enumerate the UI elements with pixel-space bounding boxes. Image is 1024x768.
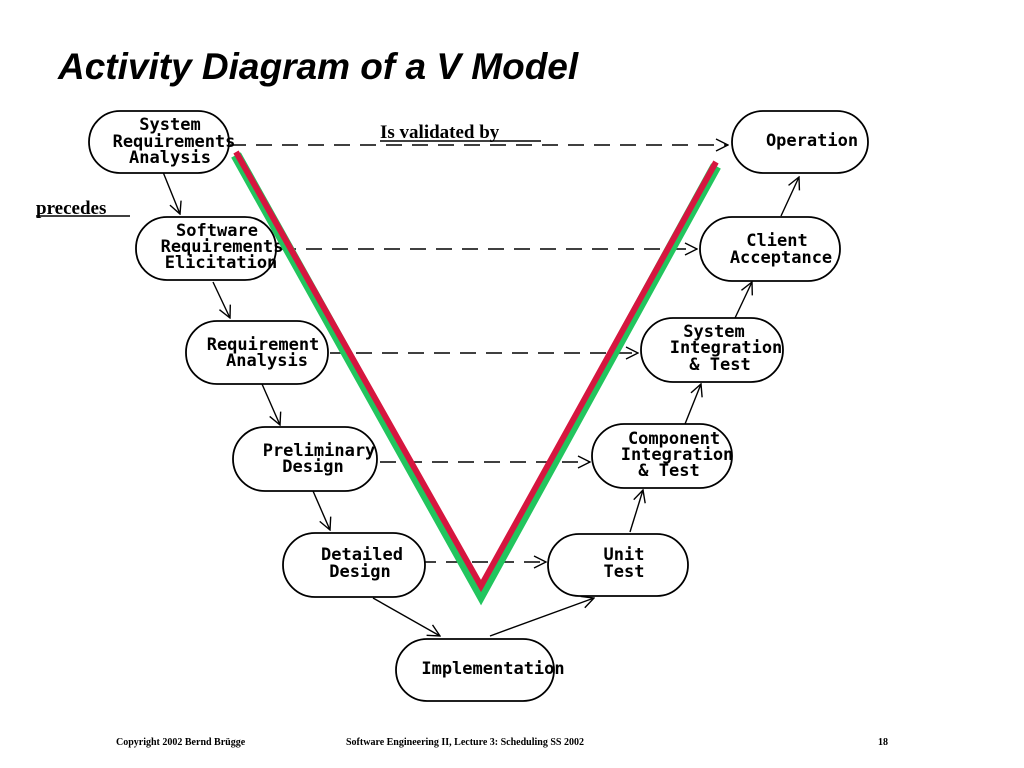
node-software-requirements-elicitation: Software Requirements Elicitation <box>135 216 284 281</box>
validation-arrows <box>230 145 728 562</box>
node-line: Design <box>282 457 343 477</box>
node-system-integration-test: System Integration & Test <box>640 317 784 383</box>
precedes-arrow-2 <box>212 281 230 318</box>
node-implementation: Implementation <box>395 638 565 702</box>
node-line: Preliminary <box>263 441 376 461</box>
node-line: Requirements <box>113 132 236 152</box>
precedes-arrow-8 <box>684 384 701 425</box>
node-unit-test: Unit Test <box>547 533 689 597</box>
node-line: Unit <box>604 545 645 565</box>
node-line: Operation <box>766 131 858 151</box>
node-component-integration-test: Component Integration & Test <box>591 423 734 489</box>
node-line: Implementation <box>421 659 564 679</box>
node-line: Requirements <box>161 237 284 257</box>
node-line: System <box>139 115 200 135</box>
v-shape-core <box>233 150 719 593</box>
node-line: Analysis <box>226 351 308 371</box>
precedes-arrow-4 <box>312 490 330 530</box>
precedes-arrow-10 <box>780 177 799 217</box>
node-operation: Operation <box>731 110 869 174</box>
node-client-acceptance: Client Acceptance <box>699 216 841 282</box>
precedes-arrow-1 <box>162 171 180 214</box>
node-line: Requirement <box>207 335 320 355</box>
node-requirement-analysis: Requirement Analysis <box>185 320 329 385</box>
label-precedes: precedes <box>36 198 106 219</box>
slide-title: Activity Diagram of a V Model <box>58 46 579 87</box>
node-line: Integration <box>621 445 734 465</box>
node-line: & Test <box>638 461 699 481</box>
node-line: System <box>683 322 744 342</box>
node-line: Integration <box>670 338 783 358</box>
precedes-arrow-3 <box>261 383 280 425</box>
node-line: & Test <box>689 355 750 375</box>
node-line: Software <box>176 221 258 241</box>
node-line: Design <box>329 562 390 582</box>
node-line: Client <box>746 231 807 251</box>
v-shape <box>231 150 721 606</box>
node-line: Component <box>628 429 720 449</box>
precedes-arrow-6 <box>489 598 594 637</box>
node-line: Elicitation <box>165 253 278 273</box>
node-line: Analysis <box>129 148 211 168</box>
label-is-validated-by: Is validated by <box>380 122 500 143</box>
node-line: Test <box>604 562 645 582</box>
precedes-arrows <box>162 171 799 637</box>
footer-copyright: Copyright 2002 Bernd Brügge <box>116 737 246 748</box>
node-line: Acceptance <box>730 248 832 268</box>
node-detailed-design: Detailed Design <box>282 532 426 598</box>
precedes-arrow-9 <box>734 282 752 319</box>
precedes-arrow-7 <box>629 490 643 533</box>
node-line: Detailed <box>321 545 403 565</box>
footer-course: Software Engineering II, Lecture 3: Sche… <box>346 737 584 748</box>
precedes-arrow-5 <box>372 597 440 636</box>
node-preliminary-design: Preliminary Design <box>232 426 378 492</box>
footer-page-number: 18 <box>878 737 888 748</box>
node-system-requirements-analysis: System Requirements Analysis <box>88 110 236 174</box>
